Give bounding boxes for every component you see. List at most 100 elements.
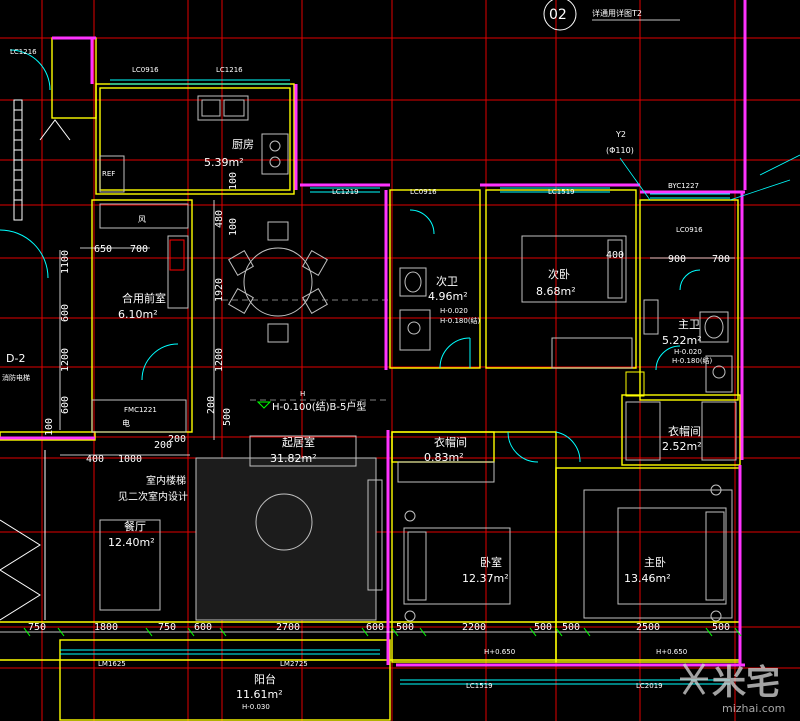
dimension-texts-kitchen: 650 700 bbox=[94, 244, 148, 255]
dim-kitchen-1: 700 bbox=[130, 244, 148, 255]
dim-bottom-2: 750 bbox=[158, 622, 176, 633]
bedroom2-name: 次卧 bbox=[548, 267, 570, 281]
dim-bottom-11: 500 bbox=[712, 622, 730, 633]
living-name: 起居室 bbox=[282, 435, 315, 449]
stairs-left-bottom bbox=[0, 450, 46, 621]
dim-misc-400: 400 bbox=[606, 250, 624, 261]
dim-bottom-0: 750 bbox=[28, 622, 46, 633]
bedroom2-bed bbox=[521, 235, 633, 369]
dim-mbath-0: 900 bbox=[668, 254, 686, 265]
bath2-area: 4.96m² bbox=[428, 290, 468, 303]
master-bath-level-1: H-0.020 bbox=[674, 348, 702, 356]
window-tag-w9: LC2019 bbox=[636, 682, 663, 690]
master-name: 主卧 bbox=[644, 556, 666, 569]
dimension-texts-row2: 400 1000 200 200 bbox=[86, 434, 186, 465]
multi-room-name: 合用前室 bbox=[122, 291, 166, 305]
kitchen-area: 5.39m² bbox=[204, 156, 244, 169]
windows bbox=[60, 79, 730, 685]
plan-level-letter: H bbox=[300, 390, 305, 398]
window-tag-w7: LC0916 bbox=[676, 226, 703, 234]
window-tag-w12: FMC1221 bbox=[124, 406, 157, 414]
balcony-area: 11.61m² bbox=[236, 688, 283, 701]
dim-vmid-5: 500 bbox=[222, 408, 233, 426]
dining-name: 餐厅 bbox=[124, 519, 146, 533]
elevator-note: 消防电梯 bbox=[2, 373, 30, 382]
dim-vmid-1: 100 bbox=[228, 218, 239, 236]
column-leader bbox=[619, 154, 800, 201]
cloak2-name: 衣帽间 bbox=[434, 435, 467, 449]
watermark-brand: 米宅 bbox=[712, 663, 780, 703]
dim-vmid-0: 480 bbox=[214, 210, 225, 228]
dining-area-furniture bbox=[99, 519, 161, 611]
dim-bottom-1: 1800 bbox=[94, 622, 118, 633]
bedroom-bed bbox=[403, 510, 511, 622]
living-sofa-rug bbox=[195, 435, 383, 621]
plan-tag-text: H-0.100(结)B-5户型 bbox=[272, 400, 366, 413]
detail-note: 详通用详图T2 bbox=[592, 8, 642, 18]
balcony-name: 阳台 bbox=[254, 672, 276, 686]
watermark-logo-icon bbox=[680, 663, 708, 695]
master-bath-level-2: H-0.180(结) bbox=[672, 356, 713, 365]
window-tag-w2: LC1216 bbox=[216, 66, 243, 74]
dim-bottom-9: 500 bbox=[562, 622, 580, 633]
stair-note-1: 室内楼梯 bbox=[146, 474, 186, 487]
dimension-texts-bottom: 750 1800 750 600 2700 600 500 2200 500 5… bbox=[28, 622, 730, 633]
wind-label: 风 bbox=[138, 215, 146, 224]
bedroom-area: 12.37m² bbox=[462, 572, 509, 585]
reference-dashed-lines bbox=[222, 299, 392, 401]
dim-bottom-8: 500 bbox=[534, 622, 552, 633]
window-tag-w11: LM2725 bbox=[280, 660, 308, 668]
master-bath-fixtures bbox=[625, 299, 733, 397]
axis-bubble-02: 02 详通用详图T2 bbox=[543, 0, 680, 31]
dim-kitchen-0: 650 bbox=[94, 244, 112, 255]
watermark: 米宅 mizhai.com bbox=[680, 663, 785, 715]
dimension-texts-vertical-mid: 480 100 1920 1200 200 500 100 bbox=[206, 172, 239, 426]
walls bbox=[0, 37, 741, 721]
dim-vleft-2: 1200 bbox=[60, 348, 71, 372]
dim-mbath-1: 700 bbox=[712, 254, 730, 265]
dim-vleft-3: 600 bbox=[60, 396, 71, 414]
window-tag-w8: LC1519 bbox=[466, 682, 493, 690]
bedroom2-area: 8.68m² bbox=[536, 285, 576, 298]
window-tag-w5: LC1519 bbox=[548, 188, 575, 196]
dimension-texts-mbath: 900 700 400 bbox=[606, 250, 730, 265]
window-tag-w4: LC0916 bbox=[410, 188, 437, 196]
column-sub-label: (Φ110) bbox=[606, 146, 634, 155]
dimension-lines bbox=[0, 200, 740, 633]
window-tag-w6: BYC1227 bbox=[668, 182, 699, 190]
bath2-fixtures bbox=[399, 267, 431, 351]
kitchen-name: 厨房 bbox=[232, 138, 254, 151]
dim-vleft-1: 600 bbox=[60, 304, 71, 322]
watermark-url: mizhai.com bbox=[722, 702, 785, 715]
dim-vmid-4: 200 bbox=[206, 396, 217, 414]
plan-level-tag: H H-0.100(结)B-5户型 bbox=[256, 390, 366, 413]
dimension-ticks bbox=[23, 627, 742, 637]
dim-vleft-0: 1100 bbox=[60, 250, 71, 274]
column-label: Y2 bbox=[615, 130, 626, 139]
cloak-racks bbox=[397, 401, 737, 483]
dining-area: 12.40m² bbox=[108, 536, 155, 549]
stair-note-2: 见二次室内设计 bbox=[118, 490, 188, 503]
dim-vleft-4: 100 bbox=[44, 418, 55, 436]
window-tags: LC1216 LC0916 LC1216 LC1219 LC0916 LC151… bbox=[10, 48, 703, 690]
balcony-level-2: H+0.650 bbox=[656, 648, 687, 656]
axis-bubble-label: 02 bbox=[549, 7, 567, 23]
dim-bottom-6: 500 bbox=[396, 622, 414, 633]
dimension-texts-vertical-left: 1100 600 1200 600 100 bbox=[44, 250, 71, 436]
elec-label: 电 bbox=[122, 418, 130, 428]
multi-room-area: 6.10m² bbox=[118, 308, 158, 321]
bath2-level-1: H-0.020 bbox=[440, 307, 468, 315]
door-swings bbox=[0, 49, 701, 463]
cloak2-area: 0.83m² bbox=[424, 451, 464, 464]
balcony-level-1: H+0.650 bbox=[484, 648, 515, 656]
bath2-name: 次卫 bbox=[436, 274, 458, 288]
master-bath-name: 主卫 bbox=[678, 318, 700, 331]
window-tag-w13: LC1216 bbox=[10, 48, 37, 56]
dim-bottom-10: 2500 bbox=[636, 622, 660, 633]
dining-table-set bbox=[228, 221, 328, 343]
window-tag-w1: LC0916 bbox=[132, 66, 159, 74]
cloak1-area: 2.52m² bbox=[662, 440, 702, 453]
dim-vmid-3: 1200 bbox=[214, 348, 225, 372]
